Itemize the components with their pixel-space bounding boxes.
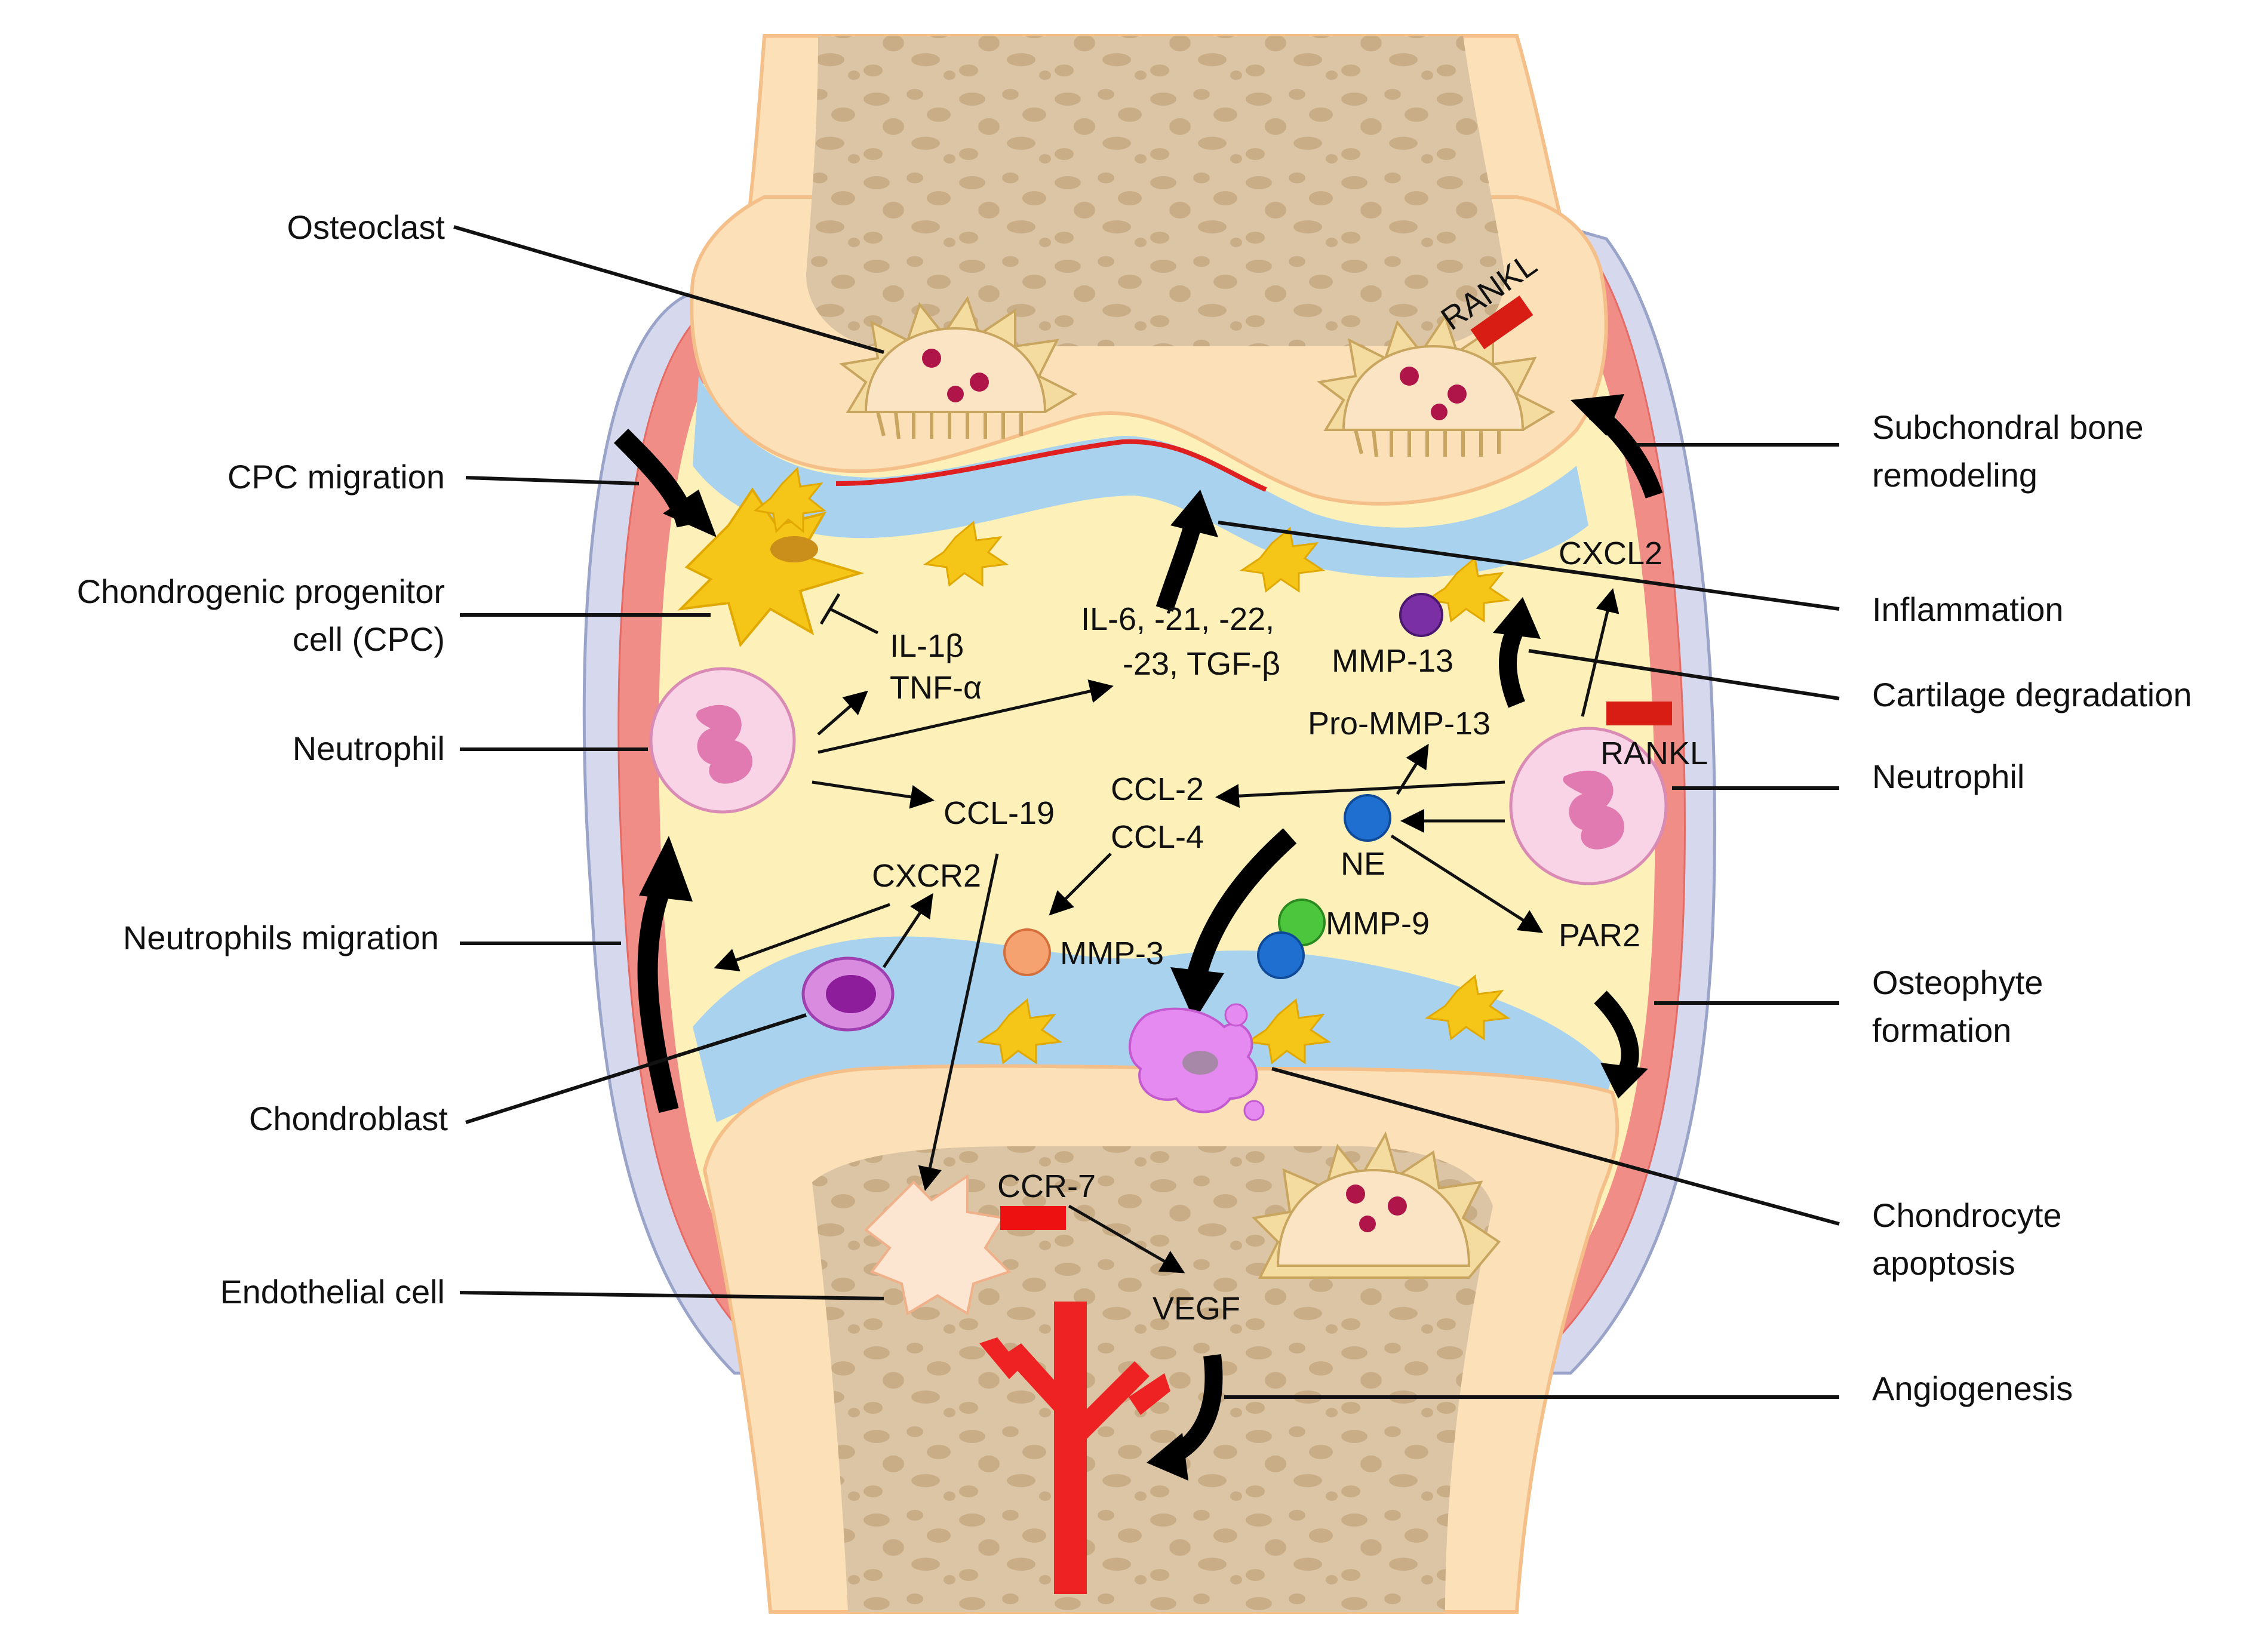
label-cpc-migration: CPC migration	[228, 458, 445, 496]
mol-vegf: VEGF	[1153, 1291, 1240, 1327]
mol-ne: NE	[1341, 846, 1385, 882]
arrow-ccl4-to-mmp3	[1049, 853, 1112, 916]
mol-mmp9: MMP-9	[1326, 906, 1430, 942]
mol-cxcl2: CXCL2	[1559, 536, 1662, 571]
osteoclast-upper-right	[1317, 313, 1556, 457]
arrow-rankl-to-cxcl2	[1581, 588, 1619, 717]
angiogenesis-arrow	[1147, 1354, 1223, 1481]
label-angiogenesis: Angiogenesis	[1872, 1370, 2073, 1407]
leader-chondrocyte-apoptosis	[1271, 1067, 1840, 1226]
label-subchondral-line1: Subchondral bone	[1872, 408, 2144, 446]
mol-cxcr2: CXCR2	[872, 858, 981, 894]
label-neutrophil-left: Neutrophil	[293, 730, 445, 767]
arrow-neutrophil-to-il6	[818, 679, 1114, 754]
rankl-receptor-top	[1470, 295, 1533, 350]
mol-tnfa: TNF-α	[890, 670, 982, 706]
label-chondrocyte-line2: apoptosis	[1872, 1244, 2015, 1282]
apoptotic-chondrocyte	[1128, 1003, 1265, 1121]
chondrocyte	[923, 521, 1009, 587]
ne-apoptosis-arrow	[1170, 828, 1297, 1021]
mol-pro-mmp13: Pro-MMP-13	[1308, 706, 1491, 742]
arrow-ccl19-to-endothelial	[918, 853, 999, 1191]
mol-mmp13: MMP-13	[1332, 643, 1453, 679]
label-osteophyte-line1: Osteophyte	[1872, 964, 2043, 1001]
label-chondrocyte-line1: Chondrocyte	[1872, 1196, 2062, 1234]
chondrocyte	[1424, 974, 1511, 1041]
mol-ccr7: CCR-7	[997, 1168, 1096, 1204]
subchondral-red-line	[835, 439, 1267, 492]
rankl-receptor-right	[1606, 702, 1672, 725]
mol-il6-line1: IL-6, -21, -22,	[1081, 601, 1274, 637]
inflammation-arrow	[1155, 490, 1218, 612]
mol-mmp3: MMP-3	[1060, 936, 1164, 971]
leader-cartilage-degradation	[1528, 649, 1840, 700]
arrow-chondroblast-to-cxcr2	[882, 893, 933, 968]
neutrophil-right-cell	[1509, 727, 1668, 885]
label-osteoclast: Osteoclast	[287, 208, 445, 246]
mol-ccl4: CCL-4	[1111, 819, 1204, 855]
arrow-ne-to-pro-mmp13	[1396, 743, 1429, 795]
mol-par2: PAR2	[1559, 918, 1640, 953]
cpc-cell	[677, 487, 864, 648]
label-chondroblast: Chondroblast	[249, 1100, 448, 1137]
inhibition-il1b-cpc	[819, 593, 879, 635]
arrow-neutrophil-to-ccl19	[812, 780, 935, 809]
arrow-ne-to-par2	[1390, 834, 1544, 933]
neutrophil-left-cell	[649, 667, 796, 814]
mmp3-dot	[1003, 928, 1051, 976]
label-cpc-line2: cell (CPC)	[293, 620, 445, 658]
mol-ccl19: CCL-19	[944, 795, 1055, 831]
leader-cpc-migration	[465, 476, 640, 485]
endothelial-cell-shape	[863, 1174, 1012, 1316]
blood-vessel	[979, 1302, 1170, 1594]
osteoclast-lower-right	[1251, 1131, 1501, 1279]
ccr7-receptor	[1000, 1206, 1066, 1230]
chondrocyte	[976, 998, 1063, 1065]
leader-osteoclast	[453, 225, 884, 354]
upper-bone-trabecular	[806, 36, 1505, 346]
upper-cartilage	[693, 376, 1588, 578]
label-cartilage-degradation: Cartilage degradation	[1872, 676, 2192, 713]
arrow-cxcr2-to-left	[714, 903, 890, 971]
leader-chondroblast	[465, 1013, 807, 1124]
mol-rankl-right: RANKL	[1600, 736, 1708, 771]
subchondral-remodeling-arrow	[1571, 394, 1663, 499]
chondrocyte	[1239, 527, 1326, 593]
mol-il6-line2: -23, TGF-β	[1123, 646, 1280, 682]
arrow-neutrophil-to-ccl2	[1215, 780, 1505, 808]
label-inflammation: Inflammation	[1872, 590, 2064, 628]
label-cpc-line1: Chondrogenic progenitor	[77, 573, 445, 610]
mmp13-dot	[1399, 593, 1443, 637]
cpc-migration-arrow	[613, 428, 717, 537]
neutrophils-migration-arrow	[637, 836, 693, 1113]
osteophyte-formation-arrow	[1594, 990, 1648, 1099]
chondroblast-cell	[801, 956, 895, 1032]
leader-inflammation	[1218, 521, 1840, 611]
chondrocyte	[753, 466, 826, 534]
label-neutrophil-right: Neutrophil	[1872, 758, 2024, 795]
arrow-neutrophil-to-il1b	[817, 690, 868, 736]
label-osteophyte-line2: formation	[1872, 1011, 2011, 1049]
osteoclast-upper-left	[839, 296, 1078, 439]
arrow-ccr7-to-vegf	[1068, 1204, 1185, 1273]
mmp9-dot-blue	[1257, 931, 1305, 979]
leader-endothelial	[459, 1291, 884, 1300]
label-endothelial-cell: Endothelial cell	[220, 1273, 445, 1310]
mol-il1b: IL-1β	[890, 628, 964, 664]
ne-dot	[1344, 794, 1391, 842]
cartilage-degradation-arrow	[1493, 597, 1541, 708]
label-subchondral-line2: remodeling	[1872, 456, 2037, 494]
mol-ccl2: CCL-2	[1111, 771, 1204, 807]
label-neutrophils-migration: Neutrophils migration	[123, 919, 439, 956]
